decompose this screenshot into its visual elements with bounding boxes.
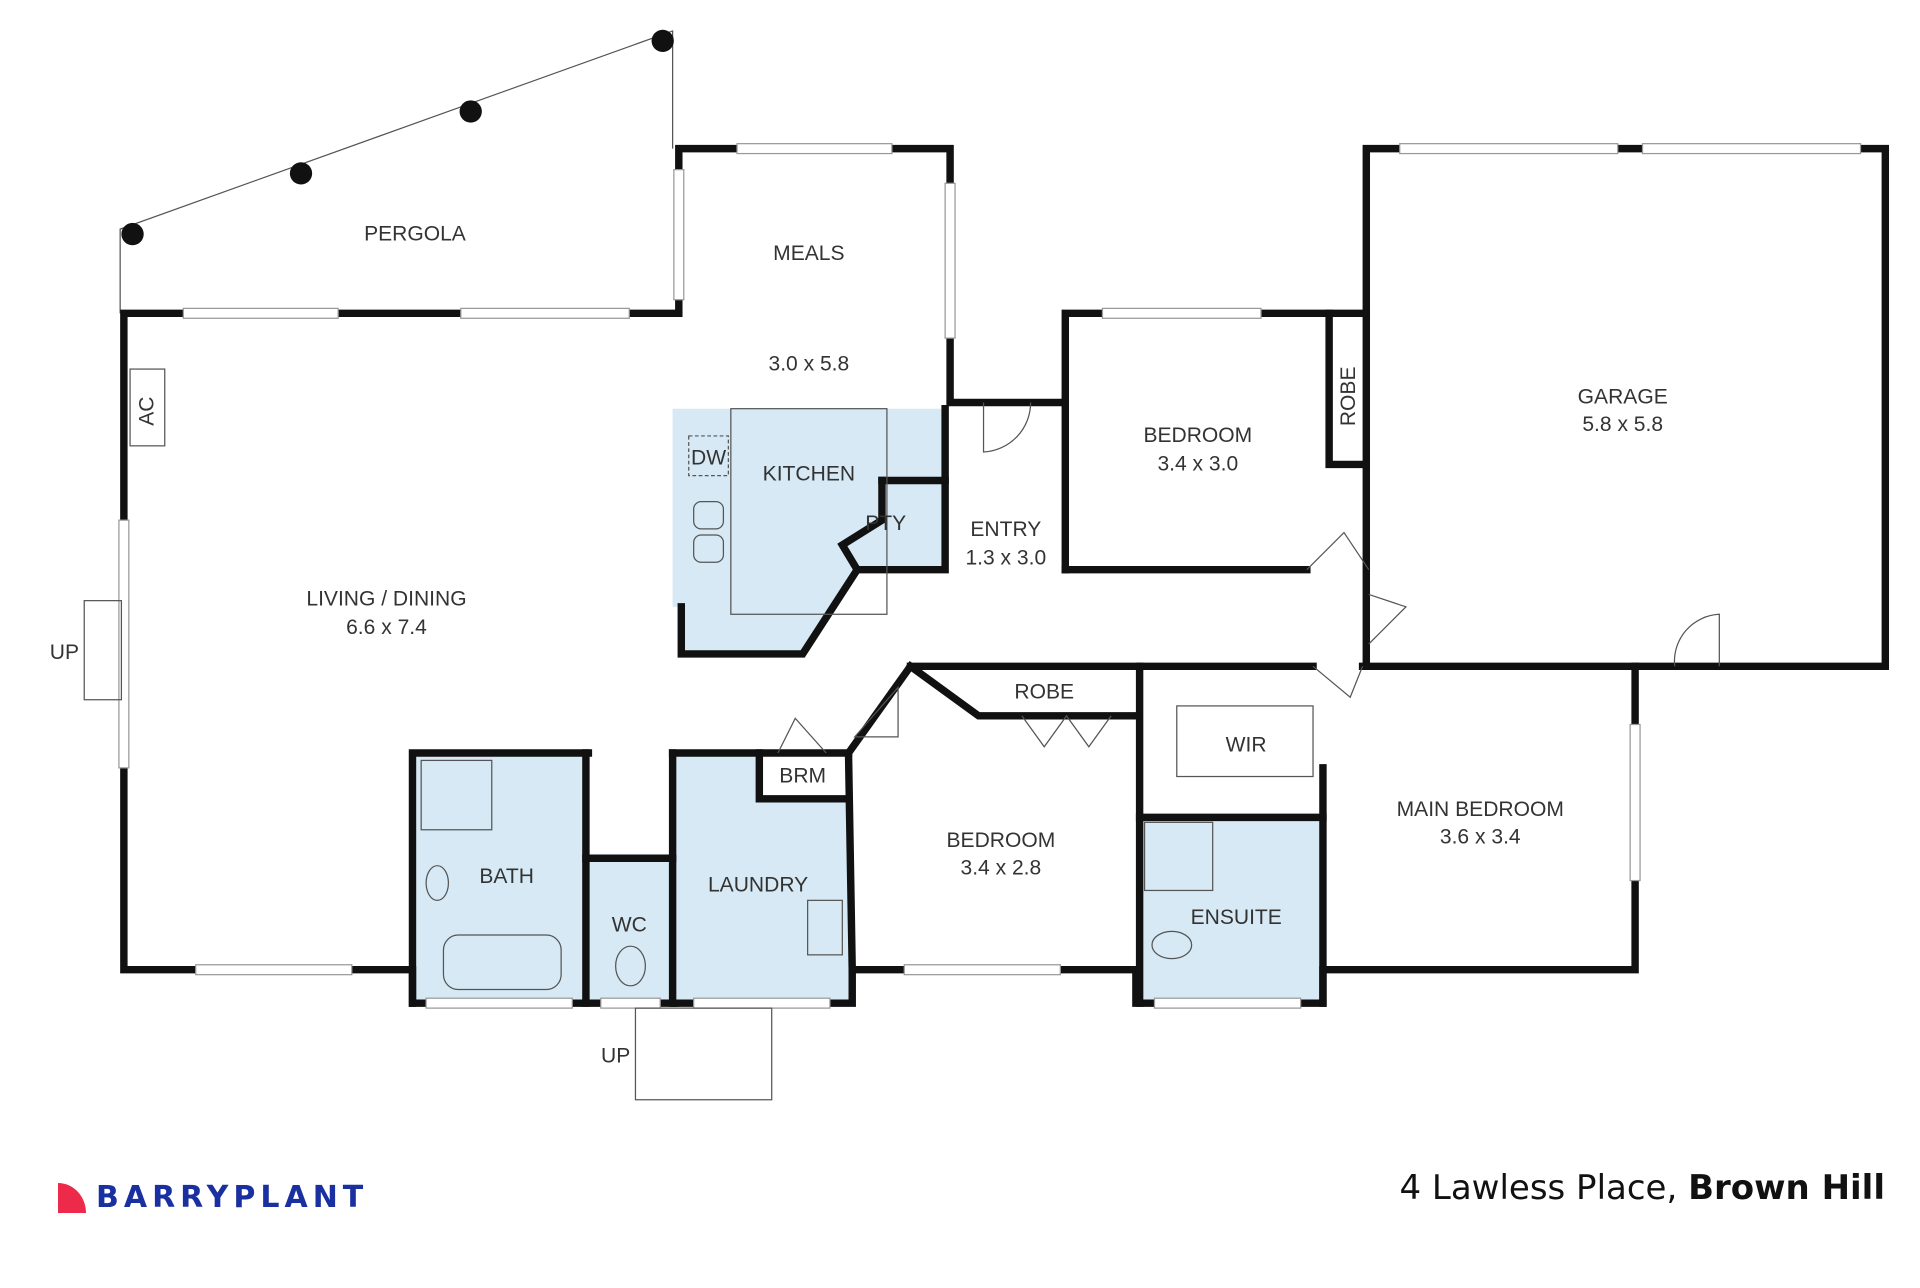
room-size-bedroom-2: 3.4 x 2.8 bbox=[960, 856, 1041, 879]
room-label-wc: WC bbox=[612, 913, 647, 936]
room-label-main-bedroom: MAIN BEDROOM bbox=[1397, 798, 1564, 821]
room-label-robe-1: ROBE bbox=[1337, 366, 1360, 426]
ensuite-area bbox=[1139, 817, 1323, 1004]
room-label-kitchen: KITCHEN bbox=[763, 463, 855, 486]
logo-mark-icon bbox=[58, 1182, 86, 1213]
room-size-garage: 5.8 x 5.8 bbox=[1582, 413, 1663, 436]
room-size-meals: 3.0 x 5.8 bbox=[768, 352, 849, 375]
laundry-area bbox=[672, 755, 849, 1004]
room-label-robe-2: ROBE bbox=[1014, 680, 1074, 703]
pergola-post bbox=[459, 100, 482, 123]
room-size-main-bedroom: 3.6 x 3.4 bbox=[1440, 825, 1521, 848]
room-size-living: 6.6 x 7.4 bbox=[346, 616, 427, 639]
room-label-bath: BATH bbox=[479, 865, 534, 888]
room-size-entry: 1.3 x 3.0 bbox=[965, 547, 1046, 570]
fixtures bbox=[83, 368, 1720, 1101]
address-suburb: Brown Hill bbox=[1688, 1168, 1885, 1208]
room-label-meals: MEALS bbox=[773, 242, 844, 265]
stairs-up-left: UP bbox=[50, 641, 79, 664]
brand-logo: BARRYPLANT bbox=[58, 1180, 368, 1215]
bottom-stairs bbox=[634, 1007, 773, 1101]
ac-unit bbox=[129, 368, 166, 447]
kitchen-area bbox=[672, 408, 946, 654]
room-size-bedroom-1: 3.4 x 3.0 bbox=[1157, 453, 1238, 476]
room-label-ensuite: ENSUITE bbox=[1191, 906, 1282, 929]
stairs-up-bottom: UP bbox=[601, 1045, 630, 1068]
left-stairs bbox=[83, 600, 123, 701]
wc-area bbox=[585, 858, 673, 1004]
address-street: 4 Lawless Place, bbox=[1399, 1168, 1678, 1208]
room-label-pty: PTY bbox=[865, 512, 906, 535]
label-dw: DW bbox=[691, 446, 726, 469]
logo-text: BARRYPLANT bbox=[96, 1180, 369, 1215]
room-label-laundry: LAUNDRY bbox=[708, 874, 808, 897]
room-label-bedroom-1: BEDROOM bbox=[1143, 424, 1252, 447]
property-address: 4 Lawless Place, Brown Hill bbox=[1399, 1168, 1885, 1208]
room-label-entry: ENTRY bbox=[970, 518, 1041, 541]
bath-area bbox=[416, 755, 586, 1004]
room-label-wir: WIR bbox=[1226, 734, 1267, 757]
room-label-bedroom-2: BEDROOM bbox=[946, 829, 1055, 852]
pergola-outline bbox=[119, 30, 674, 314]
windows bbox=[118, 143, 1862, 1009]
label-ac: AC bbox=[136, 397, 159, 426]
pergola-post bbox=[121, 222, 144, 246]
room-label-brm: BRM bbox=[779, 765, 826, 788]
pergola-post bbox=[651, 29, 674, 53]
pergola-post bbox=[289, 162, 313, 185]
room-label-living: LIVING / DINING bbox=[306, 588, 466, 611]
room-label-garage: GARAGE bbox=[1578, 386, 1668, 409]
room-label-pergola: PERGOLA bbox=[364, 222, 466, 245]
